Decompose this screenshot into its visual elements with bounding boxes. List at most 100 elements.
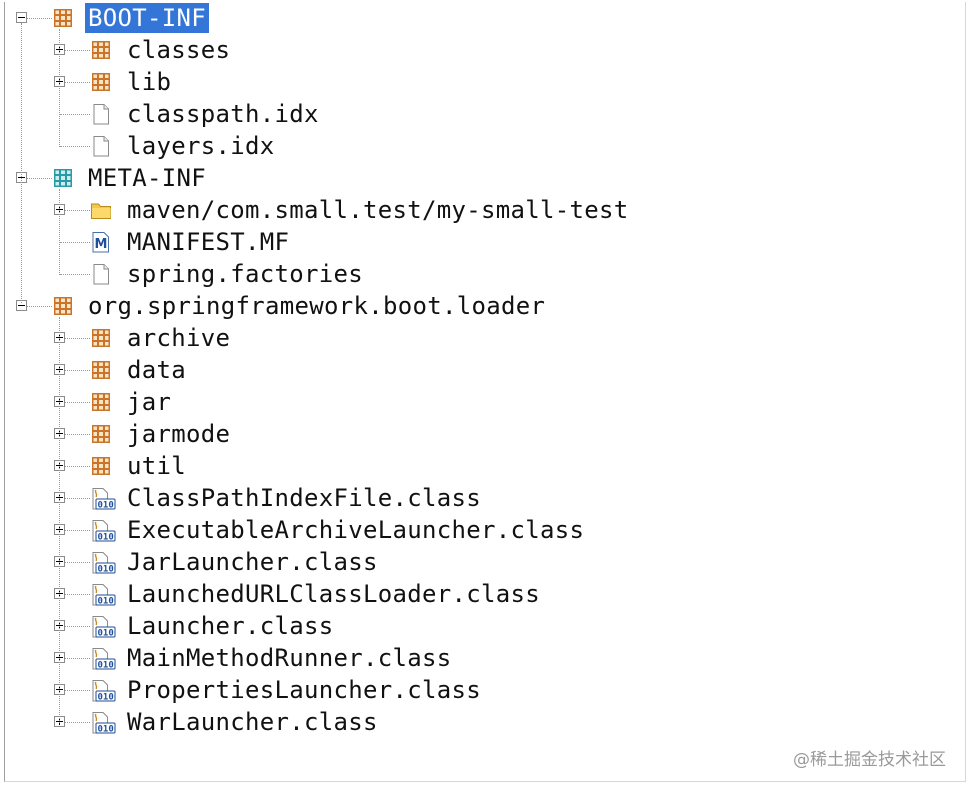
tree-connector [27,178,52,179]
tree-connector [65,402,90,403]
tree-connector [65,466,90,467]
tree-connector [65,594,90,595]
tree-connector [65,562,90,563]
meta-package-icon [52,167,74,189]
tree-root-guide-line [21,23,22,303]
tree-item[interactable]: M MANIFEST.MF [0,227,960,259]
file-icon [90,103,112,125]
tree-item-label: org.springframework.boot.loader [88,292,546,320]
package-icon [52,7,74,29]
tree-item[interactable]: 010 ExecutableArchiveLauncher.class [0,515,960,547]
tree-item[interactable]: 010 PropertiesLauncher.class [0,675,960,707]
tree-connector [65,658,90,659]
tree-item-label: MainMethodRunner.class [127,644,452,672]
package-icon [52,295,74,317]
tree-connector [27,306,52,307]
package-icon [90,327,112,349]
svg-text:010: 010 [98,565,114,575]
tree-item-label: LaunchedURLClassLoader.class [127,580,540,608]
tree-connector [65,434,90,435]
svg-text:010: 010 [98,725,114,735]
tree-item-label: MANIFEST.MF [127,228,290,256]
svg-text:M: M [95,237,108,252]
tree-item-label: Launcher.class [127,612,334,640]
tree-item-label: util [127,452,186,480]
tree-item[interactable]: 010 WarLauncher.class [0,707,960,739]
tree-item-label: classpath.idx [127,100,319,128]
class-file-icon: 010 [90,615,116,639]
tree-item[interactable]: maven/com.small.test/my-small-test [0,195,960,227]
tree-guide-line [59,29,60,147]
class-file-icon: 010 [90,551,116,575]
tree-connector [60,274,90,275]
tree-item-label: archive [127,324,231,352]
svg-text:010: 010 [98,501,114,511]
tree-item[interactable]: data [0,355,960,387]
tree-item[interactable]: BOOT-INF [0,3,960,35]
tree-item[interactable]: 010 ClassPathIndexFile.class [0,483,960,515]
tree-panel [4,2,966,782]
tree-connector [65,626,90,627]
tree-item[interactable]: classpath.idx [0,99,960,131]
svg-text:010: 010 [98,629,114,639]
tree-guide-line [59,317,60,723]
tree-item[interactable]: lib [0,67,960,99]
svg-text:010: 010 [98,661,114,671]
tree-item[interactable]: archive [0,323,960,355]
tree-connector [65,530,90,531]
tree-connector [65,50,90,51]
tree-connector [65,690,90,691]
class-file-icon: 010 [90,519,116,543]
tree-connector [65,210,90,211]
tree-item[interactable]: 010 Launcher.class [0,611,960,643]
file-icon [90,263,112,285]
tree-item-label: jar [127,388,172,416]
tree-item[interactable]: jarmode [0,419,960,451]
manifest-icon: M [90,231,112,253]
class-file-icon: 010 [90,583,116,607]
tree-item-label: ExecutableArchiveLauncher.class [127,516,585,544]
tree-item-label: BOOT-INF [85,3,209,33]
tree-item-label: ClassPathIndexFile.class [127,484,481,512]
file-icon [90,135,112,157]
class-file-icon: 010 [90,711,116,735]
tree-item-label: classes [127,36,231,64]
package-icon [90,359,112,381]
watermark: @稀土掘金技术社区 [793,750,946,770]
tree-item[interactable]: classes [0,35,960,67]
package-icon [90,39,112,61]
tree-connector [65,498,90,499]
tree-item-label: WarLauncher.class [127,708,378,736]
tree-item[interactable]: util [0,451,960,483]
svg-text:010: 010 [98,597,114,607]
tree-item[interactable]: layers.idx [0,131,960,163]
tree-item[interactable]: jar [0,387,960,419]
tree-item[interactable]: spring.factories [0,259,960,291]
collapse-icon[interactable] [16,12,27,23]
tree-item-label: layers.idx [127,132,275,160]
tree-item-label: PropertiesLauncher.class [127,676,481,704]
package-icon [90,423,112,445]
tree-item[interactable]: 010 MainMethodRunner.class [0,643,960,675]
tree-connector [65,82,90,83]
class-file-icon: 010 [90,679,116,703]
tree-item[interactable]: 010 LaunchedURLClassLoader.class [0,579,960,611]
package-icon [90,391,112,413]
tree-item-label: JarLauncher.class [127,548,378,576]
tree-item[interactable]: META-INF [0,163,960,195]
tree-item-label: spring.factories [127,260,363,288]
tree-connector [60,242,90,243]
tree-item[interactable]: org.springframework.boot.loader [0,291,960,323]
folder-icon [90,199,112,221]
package-icon [90,455,112,477]
svg-text:010: 010 [98,693,114,703]
tree-item-label: jarmode [127,420,231,448]
tree-connector [27,18,52,19]
package-icon [90,71,112,93]
tree-item-label: META-INF [88,164,206,192]
tree-item-label: data [127,356,186,384]
tree-item[interactable]: 010 JarLauncher.class [0,547,960,579]
class-file-icon: 010 [90,647,116,671]
class-file-icon: 010 [90,487,116,511]
